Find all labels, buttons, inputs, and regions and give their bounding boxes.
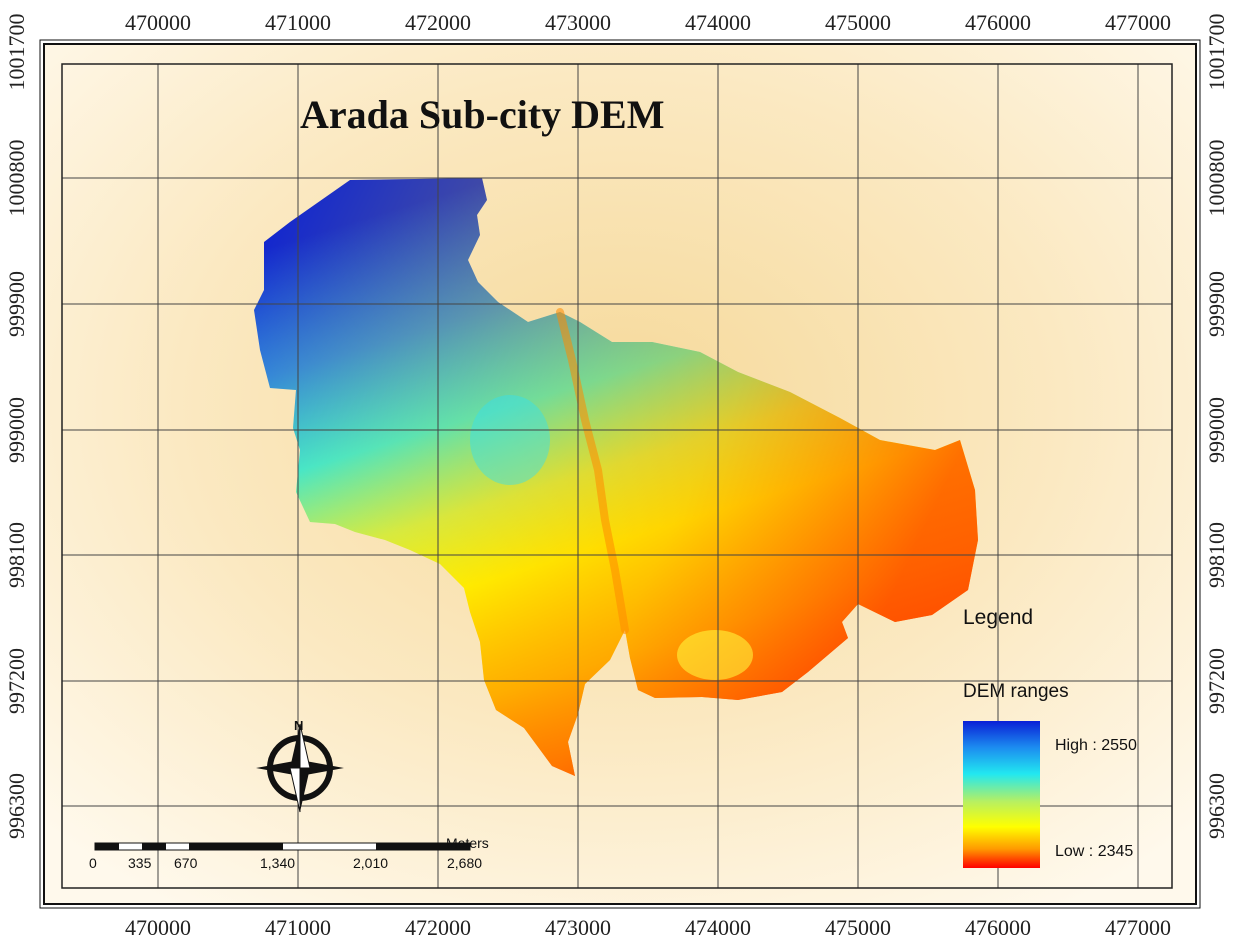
- y-tick-label-left: 996300: [4, 773, 29, 839]
- x-tick-label-top: 473000: [545, 10, 611, 35]
- legend-subheading: DEM ranges: [963, 681, 1069, 702]
- y-tick-label-right: 998100: [1204, 522, 1229, 588]
- north-arrow-letter: N: [294, 718, 303, 733]
- x-tick-label-top: 477000: [1105, 10, 1171, 35]
- scale-label-1340: 1,340: [260, 855, 295, 871]
- x-tick-label-bottom: 476000: [965, 915, 1031, 940]
- y-tick-label-right: 999900: [1204, 271, 1229, 337]
- map-neatline-outer: [39, 39, 1201, 909]
- scale-label-2680: 2,680: [447, 855, 482, 871]
- x-tick-label-bottom: 477000: [1105, 915, 1171, 940]
- scale-label-670: 670: [174, 855, 198, 871]
- scale-bar-unit: Meters: [446, 835, 489, 851]
- x-axis-top-labels: 470000 471000 472000 473000 474000 475000 4760…: [125, 10, 1171, 35]
- y-tick-label-right: 1000800: [1204, 140, 1229, 217]
- y-axis-right-labels: 1001700 1000800 999900 999000 998100 997200 99…: [1204, 14, 1229, 840]
- y-tick-label-right: 1001700: [1204, 14, 1229, 91]
- x-tick-label-bottom: 473000: [545, 915, 611, 940]
- legend-heading: Legend: [963, 606, 1033, 629]
- x-tick-label-top: 472000: [405, 10, 471, 35]
- y-tick-label-left: 1000800: [4, 140, 29, 217]
- map-neatline: [43, 43, 1197, 905]
- legend-low-label: Low : 2345: [1055, 843, 1133, 860]
- y-tick-label-right: 996300: [1204, 773, 1229, 839]
- scale-label-0: 0: [89, 855, 97, 871]
- x-tick-label-top: 474000: [685, 10, 751, 35]
- scale-label-335: 335: [128, 855, 152, 871]
- x-tick-label-bottom: 472000: [405, 915, 471, 940]
- dem-raster: [254, 178, 978, 776]
- y-tick-label-left: 1001700: [4, 14, 29, 91]
- y-tick-label-left: 997200: [4, 648, 29, 714]
- x-tick-label-top: 471000: [265, 10, 331, 35]
- x-tick-label-top: 475000: [825, 10, 891, 35]
- x-tick-label-bottom: 474000: [685, 915, 751, 940]
- x-tick-label-top: 470000: [125, 10, 191, 35]
- scale-label-2010: 2,010: [353, 855, 388, 871]
- y-axis-left-labels: 1001700 1000800 999900 999000 998100 997200 99…: [4, 14, 29, 840]
- map-title: Arada Sub-city DEM: [300, 92, 664, 137]
- x-axis-bottom-labels: 470000 471000 472000 473000 474000 475000 4760…: [125, 915, 1171, 940]
- legend: Legend DEM ranges High : 2550 Low : 2345: [963, 606, 1137, 868]
- x-tick-label-bottom: 470000: [125, 915, 191, 940]
- scale-bar: Meters 0 335 670 1,340 2,010 2,680: [89, 835, 489, 871]
- y-tick-label-left: 999000: [4, 397, 29, 463]
- y-tick-label-right: 999000: [1204, 397, 1229, 463]
- y-tick-label-right: 997200: [1204, 648, 1229, 714]
- north-arrow-icon: N: [256, 718, 344, 813]
- x-tick-label-top: 476000: [965, 10, 1031, 35]
- y-tick-label-left: 999900: [4, 271, 29, 337]
- y-tick-label-left: 998100: [4, 522, 29, 588]
- inner-frame: [61, 63, 1173, 889]
- legend-color-ramp: [963, 721, 1040, 868]
- x-tick-label-bottom: 471000: [265, 915, 331, 940]
- legend-high-label: High : 2550: [1055, 737, 1137, 754]
- x-tick-label-bottom: 475000: [825, 915, 891, 940]
